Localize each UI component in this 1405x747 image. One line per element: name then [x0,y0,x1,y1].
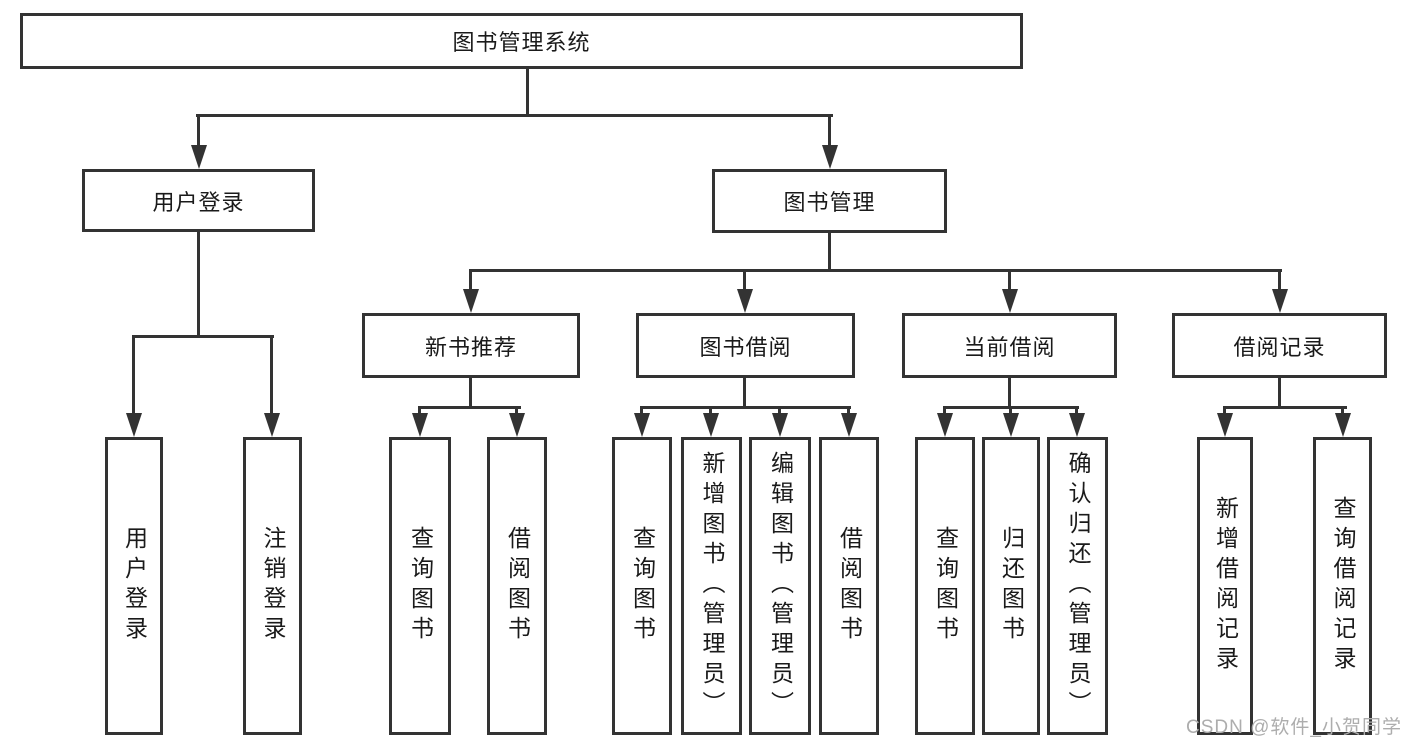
node-user-login: 用户登录 [82,169,315,232]
connector-login-rail [132,335,274,338]
connector-g1-rail [640,406,851,409]
leaf-confirm-return-admin-label: 确认归还（管理员） [1065,451,1091,721]
connector-g1-stem [743,377,746,409]
connector-g2-shaft-2 [1009,406,1012,416]
arrow-down-icon [937,413,953,437]
connector-mgmt-shaft-2 [743,269,746,295]
node-book-management: 图书管理 [712,169,947,233]
node-book-management-label: 图书管理 [783,190,876,215]
connector-root-rail [196,114,833,117]
arrow-down-icon [191,145,207,169]
leaf-user-login: 用户登录 [105,437,163,735]
arrow-down-icon [737,289,753,313]
leaf-borrow-books-1-label: 借阅图书 [504,526,531,646]
connector-mgmt-shaft-1 [469,269,472,295]
arrow-down-icon [126,413,142,437]
connector-login-shaft-2 [270,335,273,415]
leaf-query-books-1: 查询图书 [389,437,451,735]
connector-g0-shaft-2 [515,406,518,416]
connector-g1-shaft-3 [778,406,781,416]
connector-login-stem [197,231,200,338]
connector-g2-shaft-1 [943,406,946,416]
leaf-query-books-3: 查询图书 [915,437,975,735]
node-root-label: 图书管理系统 [452,30,591,55]
connector-g2-shaft-3 [1075,406,1078,416]
leaf-query-borrow-record-label: 查询借阅记录 [1330,496,1356,676]
node-new-book-recommend-label: 新书推荐 [424,334,517,360]
connector-root-stem [526,68,529,117]
node-current-borrow-label: 当前借阅 [963,334,1056,360]
leaf-borrow-books-2-label: 借阅图书 [836,526,863,646]
connector-mgmt-shaft-4 [1278,269,1281,295]
connector-g0-shaft-1 [418,406,421,416]
arrow-down-icon [841,413,857,437]
node-new-book-recommend: 新书推荐 [362,313,580,378]
arrow-down-icon [1217,413,1233,437]
leaf-add-borrow-record-label: 新增借阅记录 [1212,496,1239,676]
arrow-down-icon [634,413,650,437]
leaf-return-books: 归还图书 [982,437,1040,735]
leaf-add-borrow-record: 新增借阅记录 [1197,437,1253,735]
leaf-add-book-admin-label: 新增图书（管理员） [699,451,725,721]
connector-mgmt-stem [828,232,831,272]
connector-g1-shaft-2 [709,406,712,416]
arrow-down-icon [822,145,838,169]
node-current-borrow: 当前借阅 [902,313,1117,378]
leaf-query-books-2: 查询图书 [612,437,672,735]
connector-g0-rail [418,406,521,409]
leaf-query-books-3-label: 查询图书 [932,526,959,646]
leaf-add-book-admin: 新增图书（管理员） [681,437,742,735]
connector-g1-shaft-4 [847,406,850,416]
node-book-borrow: 图书借阅 [636,313,855,378]
arrow-down-icon [509,413,525,437]
connector-g3-stem [1278,377,1281,409]
arrow-down-icon [1003,413,1019,437]
connector-g0-stem [469,377,472,409]
leaf-query-books-2-label: 查询图书 [629,526,656,646]
arrow-down-icon [463,289,479,313]
leaf-borrow-books-1: 借阅图书 [487,437,547,735]
connector-g1-shaft-1 [640,406,643,416]
leaf-return-books-label: 归还图书 [998,526,1025,646]
node-user-login-label: 用户登录 [152,189,245,215]
connector-mgmt-shaft-3 [1008,269,1011,295]
leaf-query-borrow-record: 查询借阅记录 [1313,437,1372,735]
connector-root-left-shaft [197,114,200,148]
leaf-borrow-books-2: 借阅图书 [819,437,879,735]
watermark: CSDN @软件_小贺同学 [1186,717,1402,738]
node-borrow-records: 借阅记录 [1172,313,1387,378]
connector-g2-stem [1008,377,1011,409]
arrow-down-icon [1002,289,1018,313]
leaf-confirm-return-admin: 确认归还（管理员） [1047,437,1108,735]
arrow-down-icon [703,413,719,437]
arrow-down-icon [1335,413,1351,437]
connector-g3-rail [1223,406,1347,409]
connector-g3-shaft-2 [1341,406,1344,416]
arrow-down-icon [1069,413,1085,437]
connector-login-shaft-1 [132,335,135,415]
node-book-borrow-label: 图书借阅 [699,334,792,360]
arrow-down-icon [1272,289,1288,313]
leaf-edit-book-admin: 编辑图书（管理员） [749,437,811,735]
arrow-down-icon [412,413,428,437]
connector-g3-shaft-1 [1223,406,1226,416]
leaf-edit-book-admin-label: 编辑图书（管理员） [767,451,794,721]
leaf-user-login-label: 用户登录 [121,526,148,646]
connector-root-right-shaft [828,114,831,148]
connector-mgmt-rail [469,269,1282,272]
leaf-logout: 注销登录 [243,437,302,735]
arrow-down-icon [772,413,788,437]
node-root: 图书管理系统 [20,13,1023,69]
node-borrow-records-label: 借阅记录 [1233,334,1326,360]
leaf-logout-label: 注销登录 [260,526,286,646]
leaf-query-books-1-label: 查询图书 [407,526,434,646]
arrow-down-icon [264,413,280,437]
